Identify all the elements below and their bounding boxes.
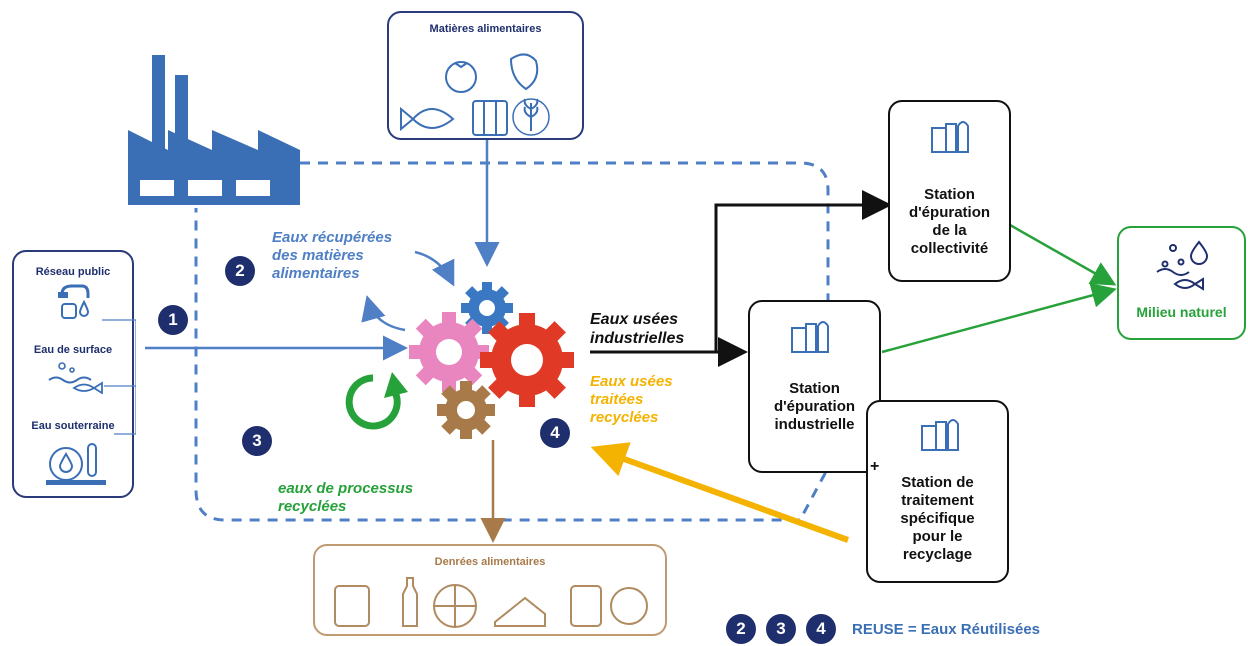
recovered-water-arrow xyxy=(414,250,455,287)
cheese-icon xyxy=(494,596,546,627)
recycle-arrow-icon xyxy=(345,372,408,430)
fish-water-icon xyxy=(48,362,103,394)
recovered-water-arrow-2 xyxy=(361,295,406,332)
food-products-icons xyxy=(334,577,648,628)
tomato-icon xyxy=(445,61,477,93)
badge-4: 4 xyxy=(540,418,570,448)
station-industrielle-label: Station d'épuration industrielle xyxy=(773,380,856,433)
legend: 2 3 4 REUSE = Eaux Réutilisées xyxy=(726,614,1040,644)
eaux-usees-industrielles-label: Eaux usées industrielles xyxy=(590,311,685,347)
recycled-water-arrow xyxy=(590,442,850,543)
source-eau-surface: Eau de surface xyxy=(33,344,113,356)
collectivite-to-milieu-arrow xyxy=(1009,223,1117,286)
can-icon xyxy=(334,585,370,627)
legend-badge-3: 3 xyxy=(766,614,796,644)
eaux-recuperees-label: Eaux récupérées des matières alimentaire… xyxy=(272,229,393,282)
milk-icon xyxy=(472,100,508,136)
denrees-alimentaires-box: Denrées alimentaires xyxy=(313,544,667,636)
station-collectivite: Station d'épuration de la collectivité xyxy=(888,100,1011,282)
station-recyclage: + Station de traitement spécifique pour … xyxy=(866,400,1009,583)
plus-sign: + xyxy=(870,458,880,475)
jar-icon xyxy=(570,585,602,627)
source-connector-lines xyxy=(102,319,136,435)
treatment-plant-icon xyxy=(931,121,969,153)
source-eau-souterraine: Eau souterraine xyxy=(31,420,115,432)
badge-2: 2 xyxy=(225,256,255,286)
factory-icon xyxy=(128,55,300,205)
industrielle-to-milieu-arrow xyxy=(881,283,1117,354)
food-icons xyxy=(400,53,550,136)
tap-icon xyxy=(58,284,90,319)
bottle-icon xyxy=(402,577,418,627)
station-recyclage-label: Station de traitement spécifique pour le… xyxy=(900,474,975,563)
station-industrielle: Station d'épuration industrielle xyxy=(748,300,881,473)
station-collectivite-label: Station d'épuration de la collectivité xyxy=(908,186,991,257)
milieu-naturel-box: Milieu naturel xyxy=(1117,226,1246,340)
treatment-plant-icon xyxy=(791,321,829,353)
wastewater-arrow xyxy=(590,190,892,354)
eaux-processus-label: eaux de processus recyclées xyxy=(278,480,414,515)
water-sources-box: Réseau public Eau de surface Eau souterr… xyxy=(12,250,136,498)
source-reseau-public: Réseau public xyxy=(35,266,111,278)
nature-icon xyxy=(1156,240,1209,291)
tin-icon xyxy=(610,587,648,625)
legend-badge-2: 2 xyxy=(726,614,756,644)
fish-icon xyxy=(400,106,455,132)
groundwater-icon xyxy=(46,443,106,485)
treatment-plant-icon xyxy=(921,419,959,451)
matieres-title: Matières alimentaires xyxy=(429,23,542,35)
gears-icon xyxy=(409,282,574,439)
grain-icon xyxy=(523,98,539,131)
badge-3: 3 xyxy=(242,426,272,456)
legend-text: REUSE = Eaux Réutilisées xyxy=(852,620,1040,638)
vegetable-icon xyxy=(509,53,539,91)
milieu-naturel-label: Milieu naturel xyxy=(1136,304,1227,320)
denrees-title: Denrées alimentaires xyxy=(434,556,546,568)
matieres-alimentaires-box: Matières alimentaires xyxy=(387,11,584,140)
eaux-usees-traitees-label: Eaux usées traitées recyclées xyxy=(590,373,673,426)
recycling-loop-dashed xyxy=(194,161,830,522)
legend-badge-4: 4 xyxy=(806,614,836,644)
badge-1: 1 xyxy=(158,305,188,335)
